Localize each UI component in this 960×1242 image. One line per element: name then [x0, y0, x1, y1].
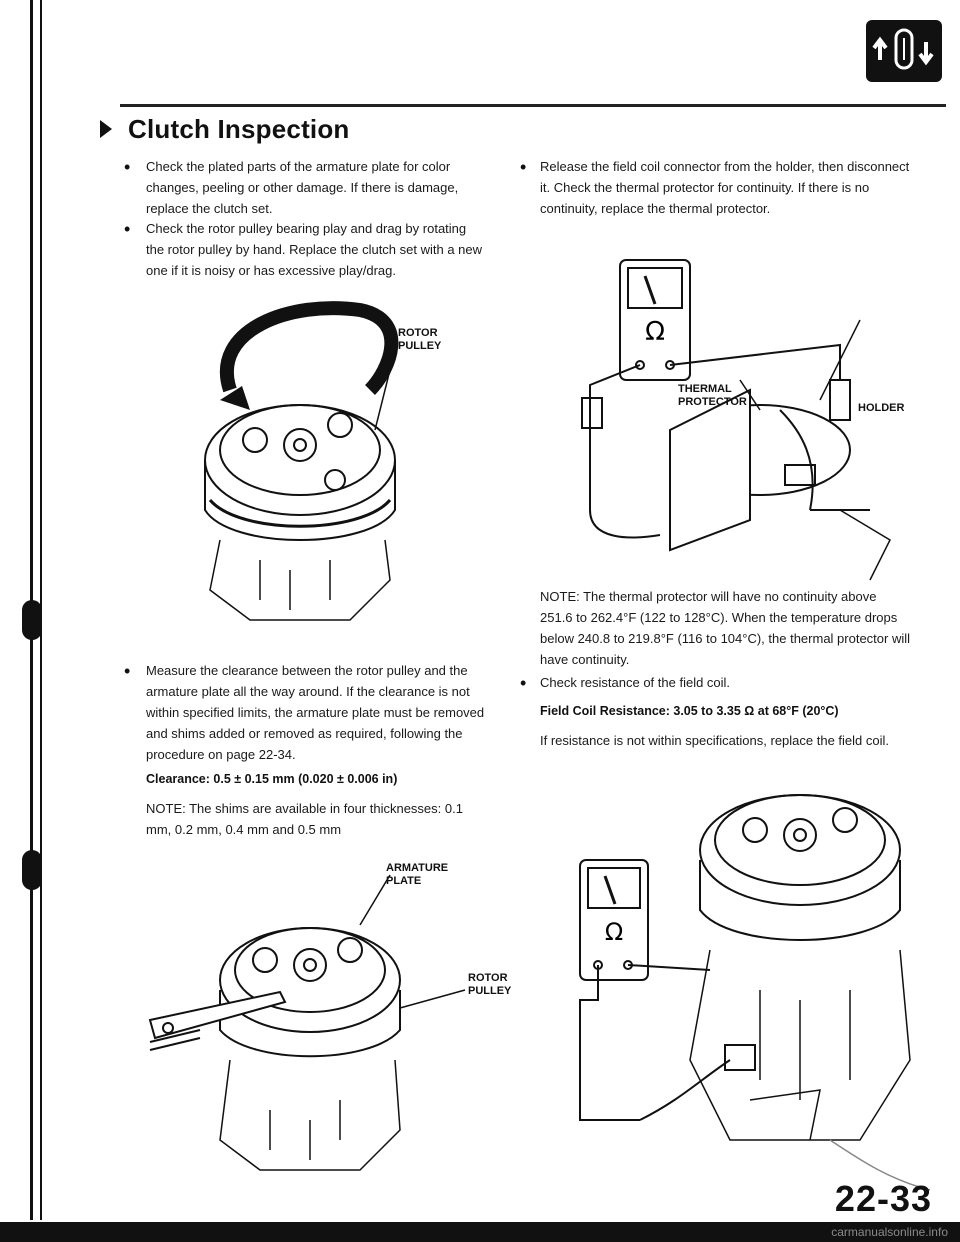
- svg-text:Ω: Ω: [605, 918, 623, 946]
- svg-text:Ω: Ω: [645, 317, 665, 347]
- thermal-protector-figure: Ω: [581, 259, 891, 581]
- fig2-label-plate: PLATE: [386, 875, 422, 887]
- page-number: 22-33: [834, 1178, 932, 1219]
- fig3-label-protector: PROTECTOR: [678, 396, 747, 408]
- binder-tab-2: [22, 850, 42, 890]
- rotor-pulley-figure: [204, 301, 399, 621]
- fig1-label-rotor: ROTOR: [398, 327, 438, 339]
- section-arrow-icon: [100, 120, 112, 138]
- binder-tab-1: [22, 600, 42, 640]
- page-title: Clutch Inspection: [128, 114, 350, 144]
- field-coil-figure: Ω: [579, 794, 931, 1191]
- left-note: NOTE: The shims are available in four th…: [146, 801, 463, 837]
- fig2-label-rotor: ROTOR: [468, 972, 508, 984]
- bullet-dot: •: [124, 661, 131, 681]
- bullet-dot: •: [124, 157, 131, 177]
- clearance-figure: [148, 874, 466, 1171]
- field-coil-spec: Field Coil Resistance: 3.05 to 3.35 Ω at…: [540, 704, 839, 718]
- left-bullet-3: Measure the clearance between the rotor …: [146, 663, 485, 762]
- watermark: carmanualsonline.info: [831, 1225, 948, 1239]
- fig3-label-thermal: THERMAL: [678, 383, 732, 395]
- header-rule: [120, 104, 946, 107]
- left-bullet-1: Check the plated parts of the armature p…: [146, 159, 459, 216]
- left-bullet-2: Check the rotor pulley bearing play and …: [146, 221, 483, 278]
- bullet-dot: •: [520, 157, 527, 177]
- bullet-dot: •: [124, 219, 131, 239]
- right-bullet-2-detail: If resistance is not within specificatio…: [540, 733, 890, 748]
- right-bullet-2: Check resistance of the field coil.: [540, 675, 731, 690]
- fig2-label-pulley: PULLEY: [468, 985, 512, 997]
- footer-bar: carmanualsonline.info: [0, 1222, 960, 1242]
- temperature-fan-icon: [866, 20, 942, 82]
- fig2-label-armature: ARMATURE: [386, 862, 449, 874]
- bullet-dot: •: [520, 673, 527, 693]
- right-bullet-1: Release the field coil connector from th…: [540, 159, 910, 216]
- clearance-spec: Clearance: 0.5 ± 0.15 mm (0.020 ± 0.006 …: [146, 772, 398, 786]
- fig1-label-pulley: PULLEY: [398, 340, 442, 352]
- fig3-label-holder: HOLDER: [858, 402, 905, 414]
- right-note: NOTE: The thermal protector will have no…: [540, 589, 911, 667]
